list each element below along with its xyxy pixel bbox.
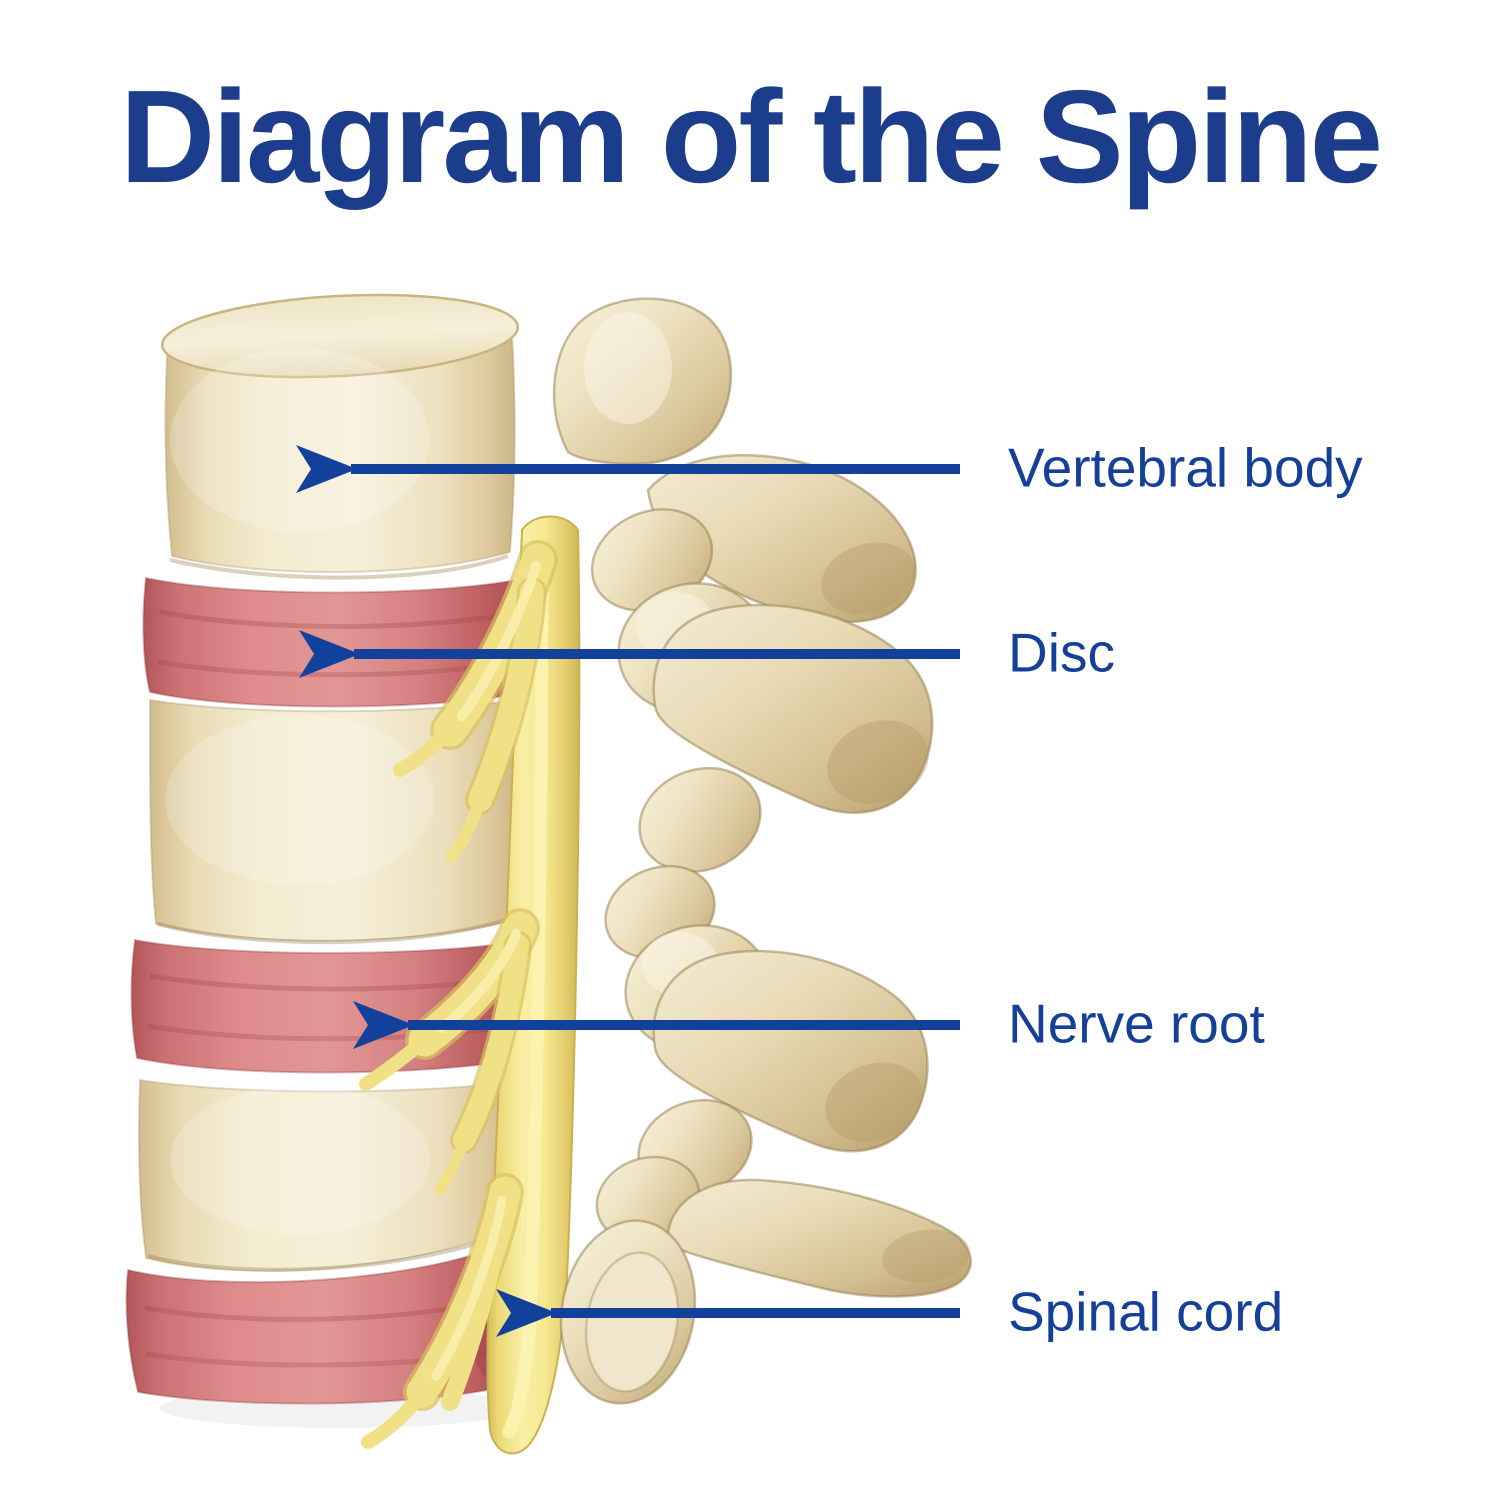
page-title: Diagram of the Spine <box>119 63 1383 210</box>
annotation-arrows <box>296 445 960 1337</box>
label-vertebral-body: Vertebral body <box>1008 436 1363 499</box>
bone-tip-shade <box>825 1062 923 1142</box>
vertebral-body-1-endplate <box>160 293 520 379</box>
body-2-highlight <box>165 715 435 885</box>
nerve-root-3 <box>361 1173 524 1449</box>
body-1-rim <box>169 554 509 580</box>
label-nerve-root: Nerve root <box>1008 992 1265 1055</box>
body-2-rim <box>157 916 513 945</box>
label-spinal-cord: Spinal cord <box>1008 1280 1284 1343</box>
transverse-process-3 <box>652 949 929 1153</box>
spinal-cord-highlight <box>502 553 549 1439</box>
posterior-elements <box>552 297 973 1405</box>
body-1-highlight <box>170 348 430 532</box>
nerve-root-1 <box>393 540 558 862</box>
bone-tip-shade <box>827 720 929 804</box>
bone-tip-shade <box>882 1229 970 1283</box>
bone-highlight <box>584 312 672 424</box>
bone-tip-shade <box>821 542 915 614</box>
body-3-rim <box>147 1234 501 1272</box>
disc-1-ridge <box>159 609 511 629</box>
disc-2-ridge <box>147 1023 509 1042</box>
inferior-process-2 <box>638 766 762 874</box>
label-disc: Disc <box>1008 621 1115 684</box>
body-3-highlight <box>170 1085 430 1235</box>
transverse-process-4 <box>666 1178 973 1298</box>
